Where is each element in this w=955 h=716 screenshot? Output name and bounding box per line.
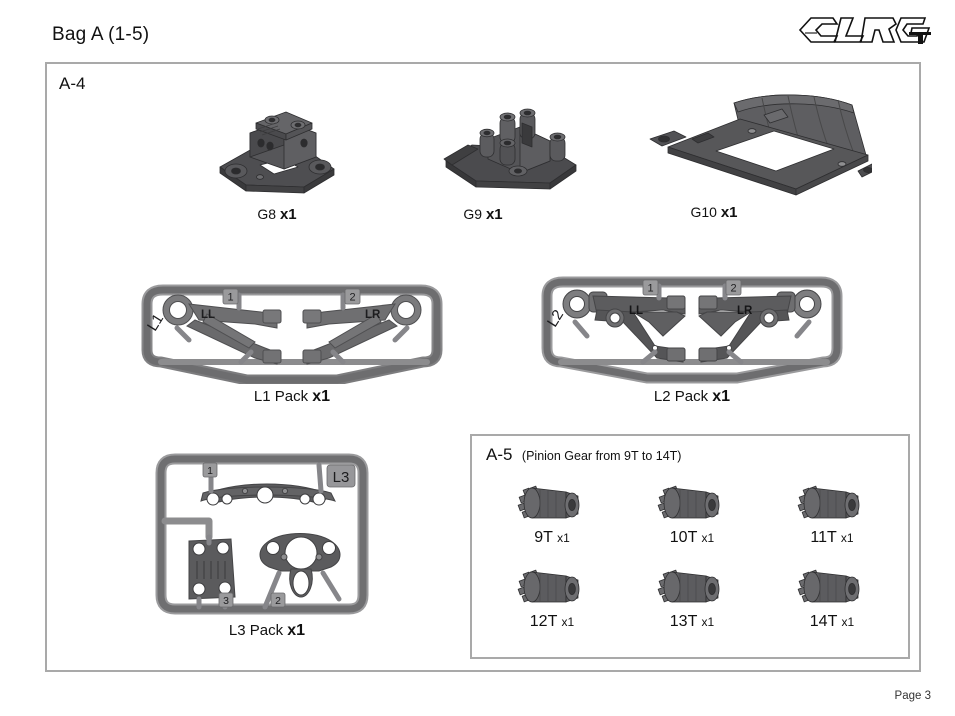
page-header: Bag A (1-5) [0,0,955,58]
sprue-l3-gate-1: 1 [207,465,213,477]
sprue-l3-caption: L3 Pack x1 [142,622,392,640]
pinion-caption-14t: 14T x1 [762,613,902,631]
part-g9: G9 x1 [417,99,607,223]
sprue-l2-code: L2 [544,307,567,330]
part-g10-caption: G10 x1 [627,204,801,221]
sprue-l1-mark-ll: LL [201,309,215,321]
sprue-l1-mark-lr: LR [365,309,381,321]
pinion-item-9t: 9T x1 [482,478,622,562]
sprue-l3-gate-2: 2 [275,595,281,607]
part-g9-name: G9 [463,206,483,222]
sprue-l2: 1 2 LL LR L2 L2 Pack x1 [532,262,852,406]
section-a4-label: A-4 [59,74,86,93]
pinion-item-14t: 14T x1 [762,562,902,646]
sprue-l1-code: L1 [144,311,167,334]
part-g9-qty: x1 [485,206,503,223]
part-g8-name: G8 [257,206,277,222]
pinion-teeth-12t: 12T [529,613,558,630]
sprue-l3: 1 2 3 L3 L3 Pack x1 [142,449,392,640]
pinion-caption-11t: 11T x1 [762,529,902,547]
sprue-l3-gate-3: 3 [223,595,229,607]
sprue-l3-name: L3 Pack [228,622,284,639]
sprue-l2-gate-1: 1 [647,283,653,295]
sprue-l1-qty: x1 [312,388,331,405]
section-a4-panel: A-4 [45,62,921,672]
page-title: Bag A (1-5) [52,24,150,45]
sprue-l2-name: L2 Pack [653,388,709,405]
pinion-gear-icon [650,562,734,612]
sprue-l1: 1 2 LL LR L1 L1 Pack x1 [132,262,452,406]
pinion-qty-10t: x1 [701,531,715,545]
part-g9-caption: G9 x1 [417,206,549,223]
sprue-l2-caption: L2 Pack x1 [532,388,852,406]
part-g10-name: G10 [690,204,717,220]
pinion-item-11t: 11T x1 [762,478,902,562]
pinion-qty-11t: x1 [840,531,854,545]
pinion-item-12t: 12T x1 [482,562,622,646]
pinion-caption-9t: 9T x1 [482,529,622,547]
pinion-teeth-11t: 11T [810,529,837,546]
pinion-teeth-14t: 14T [809,613,838,630]
part-g8-qty: x1 [279,206,297,223]
part-g10: G10 x1 [627,89,887,221]
sprue-l3-code: L3 [333,469,350,486]
pinion-gear-icon [650,478,734,528]
pinion-gear-icon [510,562,594,612]
section-a5-header: A-5 (Pinion Gear from 9T to 14T) [486,445,681,465]
section-a5-label: A-5 [486,445,513,464]
sprue-l3-qty: x1 [287,622,306,639]
pinion-item-10t: 10T x1 [622,478,762,562]
pinion-qty-14t: x1 [841,615,855,629]
sprue-l2-mark-ll: LL [629,305,643,317]
brand-logo [797,12,937,48]
pinion-qty-9t: x1 [557,531,570,545]
gearbox-brace-part-icon [442,99,582,204]
pinion-gear-icon [790,562,874,612]
pinion-qty-12t: x1 [561,615,575,629]
page-number: Page 3 [894,690,931,702]
bulkhead-mount-part-icon [212,99,342,204]
part-g10-qty: x1 [720,204,738,221]
section-a5-sublabel: (Pinion Gear from 9T to 14T) [521,449,682,463]
section-a5-panel: A-5 (Pinion Gear from 9T to 14T) [470,434,910,659]
sprue-l1-gate-2: 2 [349,292,355,304]
pinion-caption-13t: 13T x1 [622,613,762,631]
sprue-l2-mark-lr: LR [737,305,753,317]
part-g8: G8 x1 [187,99,367,223]
pinion-teeth-9t: 9T [534,529,553,546]
sprue-l2-qty: x1 [712,388,731,405]
pinion-caption-10t: 10T x1 [622,529,762,547]
pinion-item-13t: 13T x1 [622,562,762,646]
pinion-gear-icon [790,478,874,528]
pinion-qty-13t: x1 [701,615,715,629]
skid-plate-part-icon [642,89,879,204]
pinion-gear-grid: 9T x1 [482,478,902,646]
pinion-caption-12t: 12T x1 [482,613,622,631]
sprue-l1-caption: L1 Pack x1 [132,388,452,406]
pinion-gear-icon [510,478,594,528]
shock-tower-sprue-l3-icon: 1 2 3 L3 [153,449,381,619]
pinion-teeth-13t: 13T [669,613,698,630]
suspension-arm-sprue-l1-icon: 1 2 LL LR L1 [137,262,447,386]
sprue-l2-gate-2: 2 [730,283,736,295]
lower-arm-sprue-l2-icon: 1 2 LL LR L2 [537,262,847,384]
sprue-l1-name: L1 Pack [253,388,309,405]
part-g8-caption: G8 x1 [187,206,367,223]
pinion-teeth-10t: 10T [669,529,698,546]
sprue-l1-gate-1: 1 [227,292,233,304]
